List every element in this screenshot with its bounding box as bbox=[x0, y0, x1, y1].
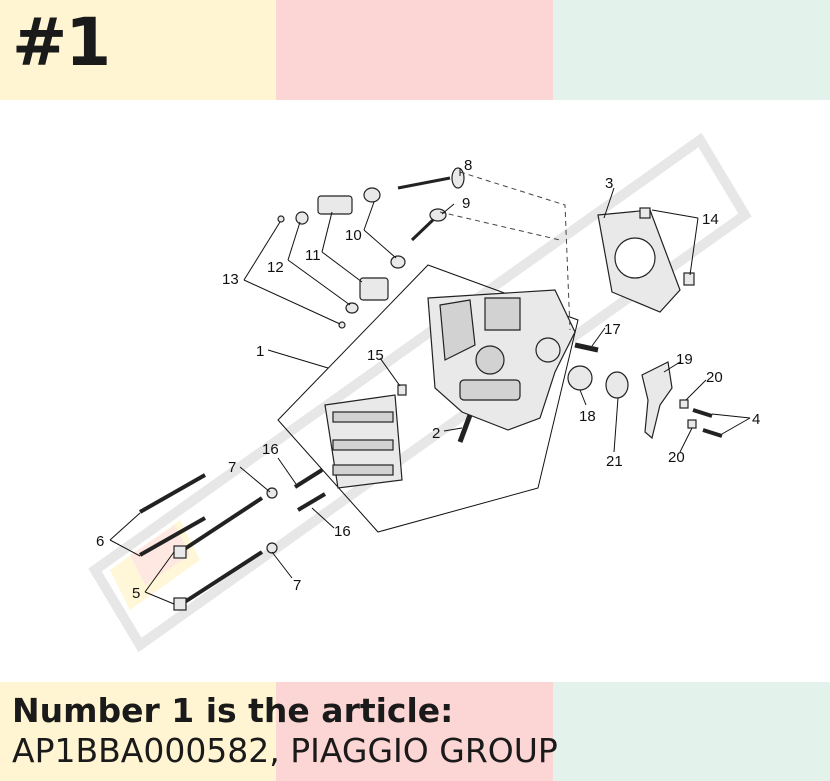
band-mint bbox=[553, 0, 830, 100]
watermark-logo bbox=[88, 132, 752, 653]
screws bbox=[293, 384, 473, 512]
callout-11: 11 bbox=[305, 247, 321, 264]
callout-13: 13 bbox=[222, 271, 239, 288]
stud-bolts bbox=[139, 473, 278, 611]
callout-8: 8 bbox=[464, 157, 472, 174]
band-yellow bbox=[0, 0, 276, 100]
band-mint bbox=[553, 682, 830, 781]
callout-10: 10 bbox=[345, 227, 362, 244]
valve-springs bbox=[277, 187, 406, 329]
callout-3: 3 bbox=[605, 175, 613, 192]
thermostat-parts bbox=[567, 342, 723, 440]
band-yellow bbox=[0, 682, 276, 781]
callout-19: 19 bbox=[676, 351, 693, 368]
callout-14: 14 bbox=[702, 211, 719, 228]
cylinder-head bbox=[324, 289, 576, 489]
bottom-color-band bbox=[0, 682, 830, 781]
callout-labels: 1 2 3 4 5 5 6 6 7 7 8 9 10 11 12 13 14 1… bbox=[96, 157, 760, 602]
callout-16b: 16 bbox=[334, 523, 351, 540]
callout-16a: 16 bbox=[262, 441, 279, 458]
callout-2: 2 bbox=[432, 425, 440, 442]
exploded-parts-diagram: 1 2 3 4 5 5 6 6 7 7 8 9 10 11 12 13 14 1… bbox=[88, 132, 760, 653]
band-pink bbox=[276, 682, 553, 781]
callout-21: 21 bbox=[606, 453, 623, 470]
callout-20a: 20 bbox=[706, 369, 723, 386]
part-number-badge: #1 bbox=[12, 4, 111, 81]
callout-1: 1 bbox=[256, 343, 264, 360]
head-gasket bbox=[597, 207, 695, 313]
leader-lines bbox=[109, 168, 751, 605]
article-caption: Number 1 is the article: bbox=[12, 691, 454, 730]
valves bbox=[397, 167, 465, 242]
callout-12: 12 bbox=[267, 259, 284, 276]
callout-9: 9 bbox=[462, 195, 470, 212]
callout-17: 17 bbox=[604, 321, 621, 338]
band-pink bbox=[276, 0, 553, 100]
article-code: AP1BBA000582, PIAGGIO GROUP bbox=[12, 731, 558, 770]
top-color-band bbox=[0, 0, 830, 100]
callout-18: 18 bbox=[579, 408, 596, 425]
callout-5a: 5 bbox=[132, 585, 140, 602]
callout-15: 15 bbox=[367, 347, 384, 364]
callout-20b: 20 bbox=[668, 449, 685, 466]
callout-7a: 7 bbox=[228, 459, 236, 476]
callout-4: 4 bbox=[752, 411, 760, 428]
callout-7b: 7 bbox=[293, 577, 301, 594]
callout-6a: 6 bbox=[96, 533, 104, 550]
